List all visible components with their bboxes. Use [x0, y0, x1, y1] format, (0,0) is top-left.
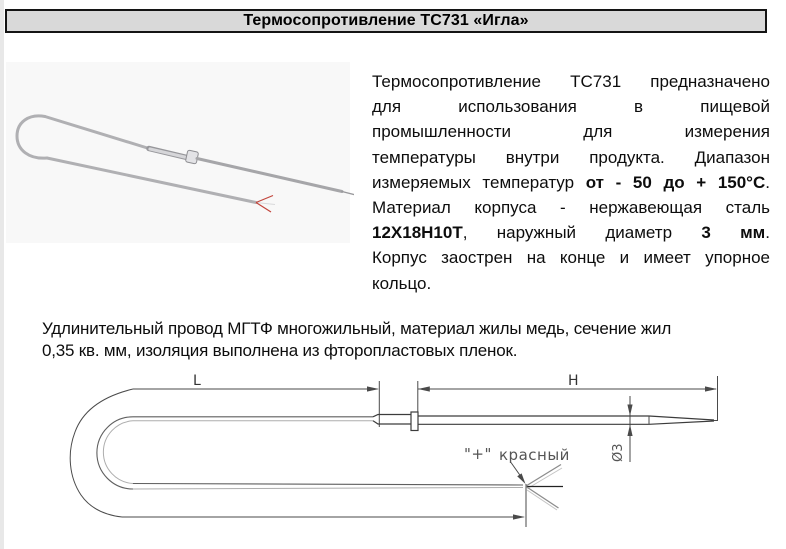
title-bar: Термосопротивление ТС731 «Игла»: [5, 9, 767, 33]
description-line: Термосопротивление ТС731 предназначено: [372, 72, 770, 91]
extension-wire-line: Удлинительный провод МГТФ многожильный, …: [42, 319, 672, 338]
dim-label-H: H: [568, 373, 579, 389]
description-line: температуры внутри продукта. Диапазон: [372, 147, 770, 167]
stop-ring: [410, 411, 419, 432]
product-photo: [6, 62, 354, 243]
extension-wire-line: 0,35 кв. мм, изоляция выполнена из фторо…: [42, 341, 518, 360]
probe-outline: [96, 411, 715, 511]
description-line: промышленности для измерения: [372, 122, 770, 142]
wire-color-label: красный: [499, 446, 570, 464]
technical-drawing: L H Ø3 "+" красный: [69, 373, 718, 527]
wire-polarity-label: "+": [464, 445, 492, 463]
description-text: Термосопротивление ТС731 предназначено дл…: [372, 69, 770, 296]
drawing-labels: L H Ø3 "+" красный: [193, 373, 626, 464]
dim-label-diameter: Ø3: [611, 443, 626, 462]
description-line: измеряемых температур от - 50 до + 150°С…: [372, 172, 770, 192]
description-line: для использования в пищевой: [372, 97, 770, 117]
dim-label-L: L: [193, 373, 201, 389]
page-title: Термосопротивление ТС731 «Игла»: [243, 12, 529, 29]
description-line: Корпус заострен на конце и имеет упорное: [372, 248, 770, 268]
description-line: 12Х18Н10Т, наружный диаметр 3 мм.: [372, 223, 770, 243]
photo-background: [6, 62, 350, 243]
description-line: кольцо.: [372, 273, 432, 293]
page-left-edge: [0, 0, 4, 549]
probe-photo-device: [15, 114, 354, 213]
extension-wire-text: Удлинительный провод МГТФ многожильный, …: [42, 318, 772, 362]
description-line: Материал корпуса - нержавеющая сталь: [372, 198, 770, 218]
